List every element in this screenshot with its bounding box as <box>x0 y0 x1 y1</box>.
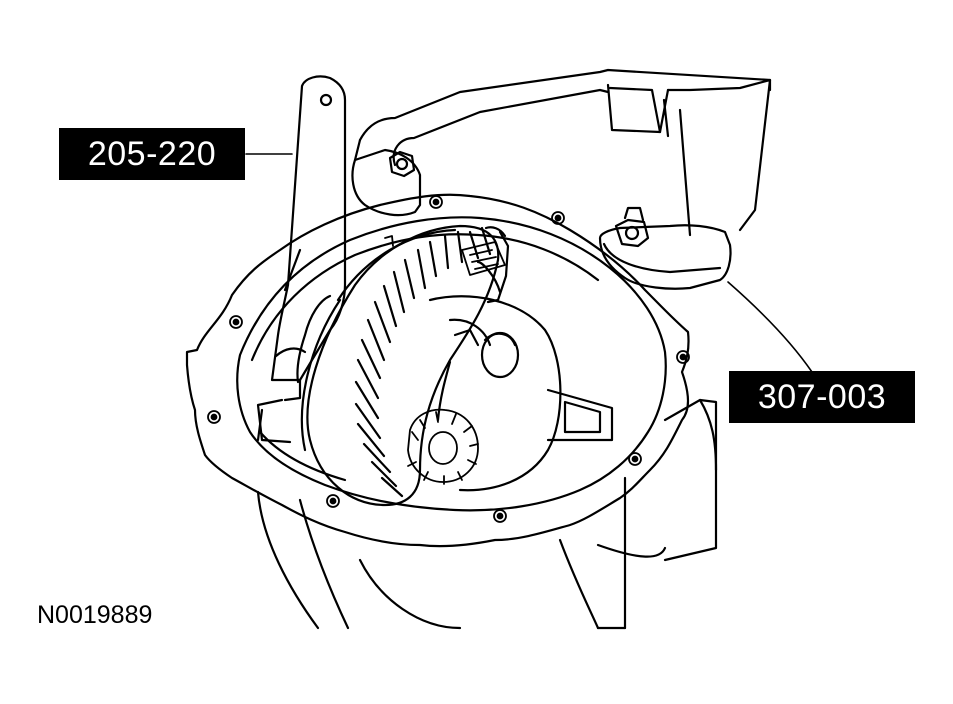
differential-case <box>428 295 614 492</box>
tool-307-003 <box>351 68 813 373</box>
tool-205-220 <box>245 75 347 444</box>
flange-bolt-holes <box>207 195 690 523</box>
callout-205-220: 205-220 <box>59 128 245 180</box>
ring-gear <box>300 224 510 507</box>
figure-id: N0019889 <box>37 601 153 629</box>
side-gear <box>407 408 479 485</box>
carrier-details <box>384 235 506 276</box>
callout-307-003: 307-003 <box>729 371 915 423</box>
housing-flange <box>185 193 690 548</box>
